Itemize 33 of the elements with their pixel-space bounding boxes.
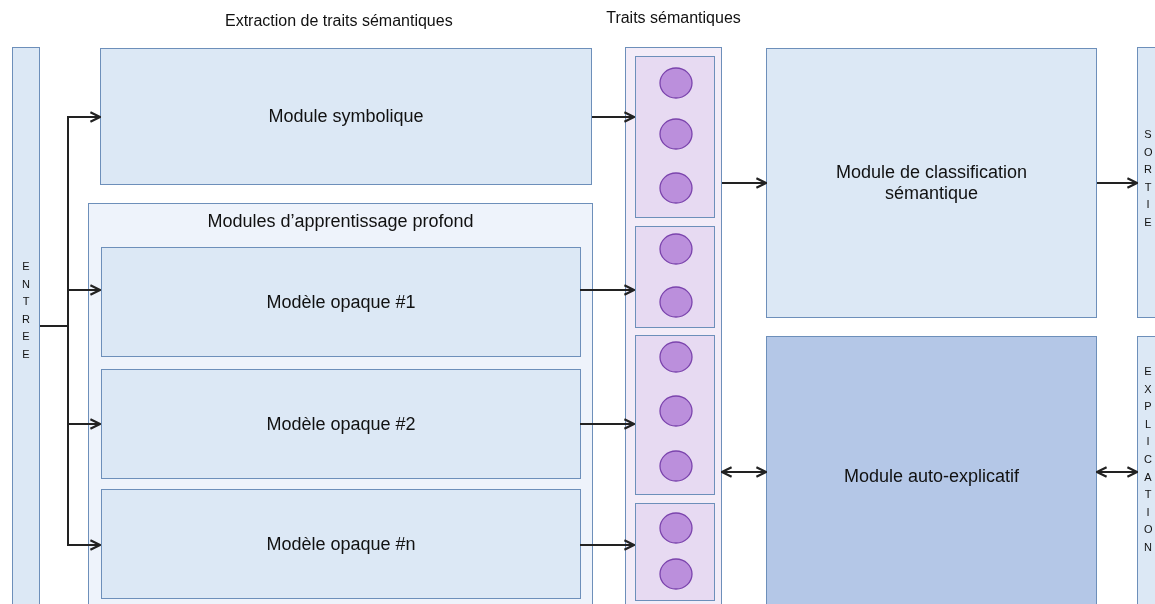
module-label: Module de classification sémantique	[834, 162, 1029, 204]
feature-group-box	[635, 503, 715, 601]
feature-group-box	[635, 56, 715, 218]
module-box	[101, 489, 581, 599]
module-label: Module symbolique	[267, 106, 425, 127]
feature-group-box	[635, 226, 715, 328]
module-label: Modèle opaque #1	[265, 291, 417, 313]
arrow	[1096, 177, 1139, 189]
vertical-label: EXPLICATION	[1144, 364, 1152, 555]
arrow	[721, 177, 768, 189]
arrow	[579, 418, 636, 430]
module-label: Modèle opaque #n	[265, 533, 417, 555]
module-box	[100, 48, 592, 185]
module-label: Module auto-explicatif	[842, 465, 1021, 487]
module-box	[101, 247, 581, 357]
arrow	[591, 111, 636, 123]
group-panel	[88, 203, 593, 604]
group-heading: Modules d’apprentissage profond	[206, 211, 475, 232]
vertical-label: SORTIE	[1144, 127, 1152, 230]
feature-group-box	[635, 335, 715, 495]
vertical-bar	[12, 47, 40, 604]
vertical-label: ENTREE	[22, 259, 30, 362]
column-heading: Extraction de traits sémantiques	[225, 12, 453, 30]
group-heading: Traits sémantiques	[605, 9, 742, 27]
arrow	[1095, 466, 1139, 478]
module-box	[766, 336, 1097, 604]
module-label: Modèle opaque #2	[265, 413, 417, 435]
arrow	[39, 325, 102, 551]
arrow	[720, 466, 768, 478]
arrow	[579, 539, 636, 551]
module-box	[101, 369, 581, 479]
arrow	[579, 284, 636, 296]
module-box	[766, 48, 1097, 318]
